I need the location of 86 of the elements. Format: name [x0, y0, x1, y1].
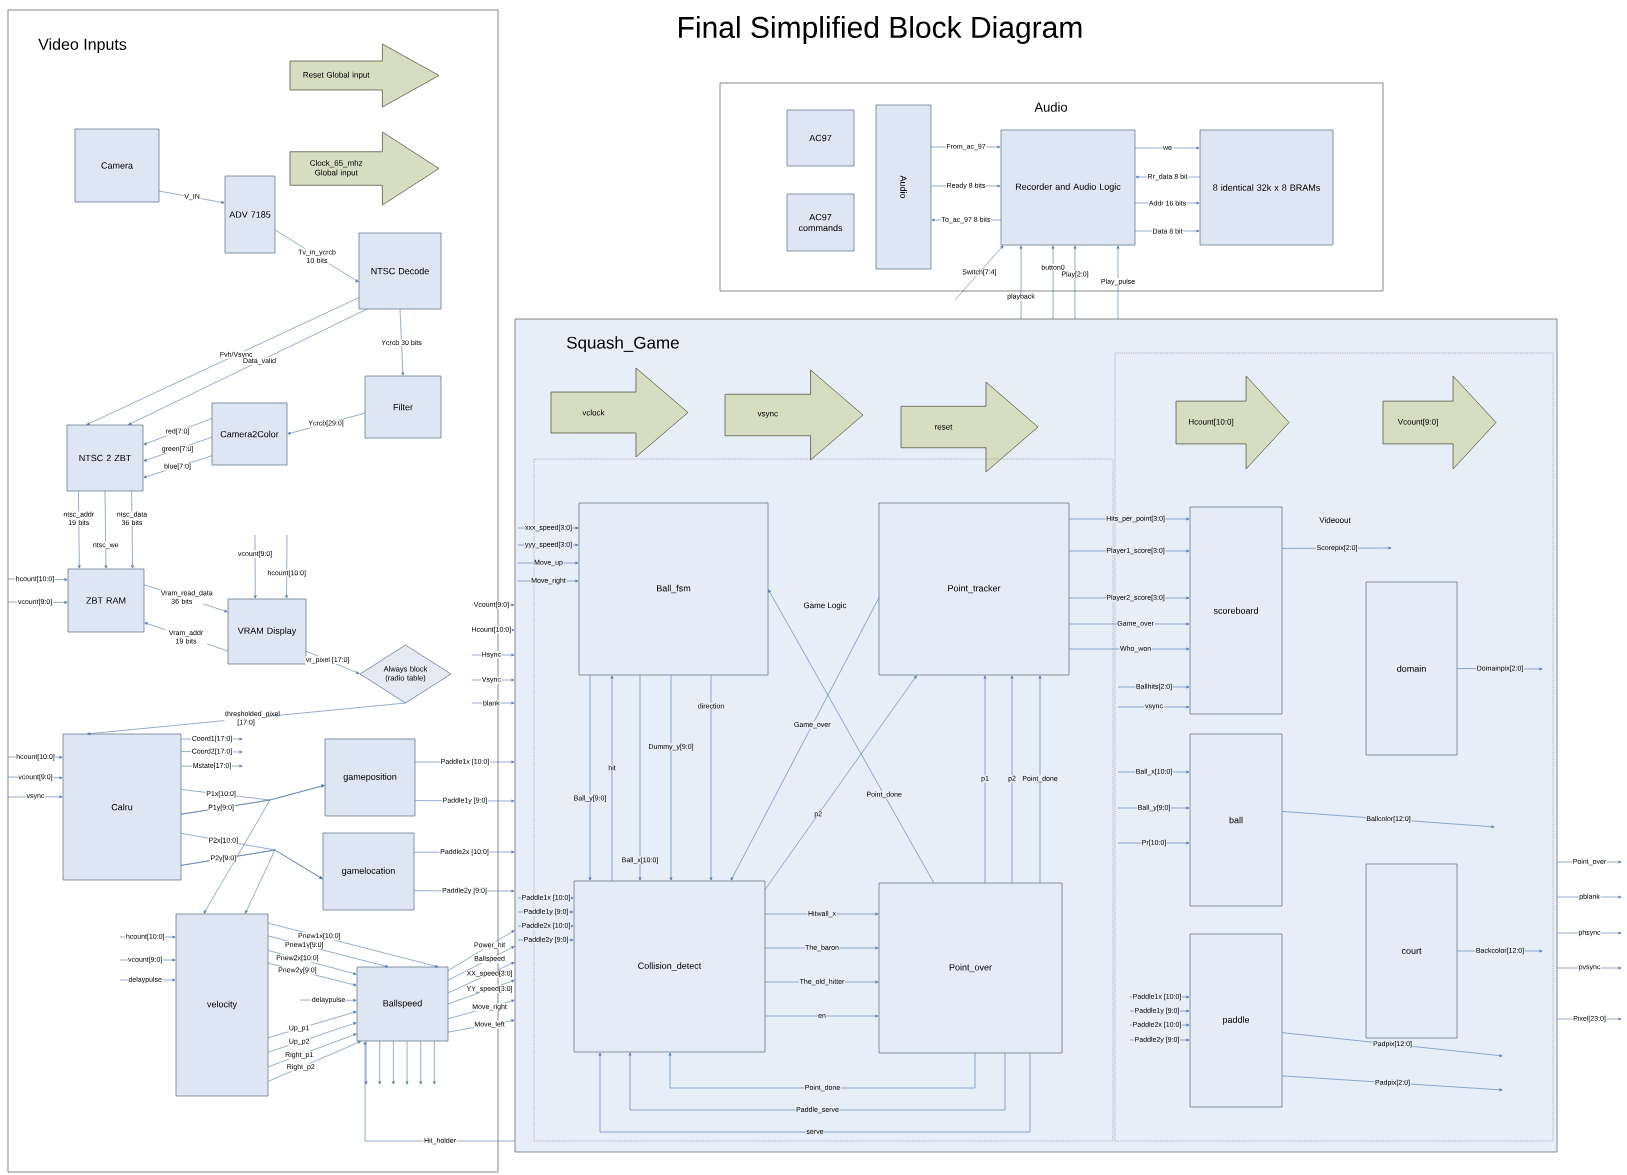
- block: Ballspeed: [356, 966, 449, 1042]
- arrow: [610, 675, 614, 882]
- block: gamelocation: [322, 832, 415, 911]
- arrow: [669, 674, 673, 881]
- arrow: [267, 1011, 357, 1039]
- block: Calru: [62, 733, 182, 881]
- arrow: [1038, 675, 1042, 884]
- arrow: [730, 597, 880, 881]
- arrow: [405, 1040, 409, 1085]
- arrow: [363, 1041, 516, 1142]
- block: Filter: [364, 375, 442, 439]
- arrow: [253, 534, 257, 599]
- arrow: [668, 1052, 976, 1089]
- block: AC97 commands: [786, 193, 855, 252]
- arrow: [1556, 966, 1622, 970]
- arrow: [983, 675, 987, 884]
- input-port: vclock: [550, 367, 689, 458]
- block: Audio: [875, 104, 932, 270]
- arrow: [588, 674, 592, 881]
- arrow: [285, 534, 288, 599]
- input-port: Reset Global input: [289, 43, 440, 108]
- arrow: [1556, 931, 1622, 935]
- arrow: [598, 1052, 1031, 1133]
- block: NTSC 2 ZBT: [66, 424, 144, 492]
- arrow: [131, 490, 134, 569]
- arrow: [1019, 245, 1023, 320]
- block: ADV 7185: [224, 175, 276, 254]
- arrow: [1010, 675, 1014, 884]
- arrow: [77, 490, 81, 569]
- arrow: [1556, 895, 1622, 899]
- arrow: [628, 1052, 1006, 1111]
- block: gameposition: [324, 738, 416, 817]
- block: domain: [1365, 581, 1458, 756]
- arrow: [1116, 245, 1120, 320]
- block: VRAM Display: [227, 598, 307, 665]
- input-port: Vcount[9:0]: [1382, 375, 1497, 470]
- block: Recorder and Audio Logic: [1000, 129, 1136, 246]
- block: paddle: [1189, 933, 1283, 1108]
- arrow: [764, 1014, 879, 1018]
- arrow: [392, 1040, 395, 1085]
- arrow: [447, 930, 515, 971]
- arrow: [267, 1033, 357, 1068]
- block: Camera2Color: [211, 402, 288, 466]
- block: Ball_fsm: [578, 502, 769, 676]
- arrow: [399, 308, 405, 376]
- input-port: vsync: [724, 369, 864, 461]
- arrow: [471, 678, 515, 682]
- block: NTSC Decode: [358, 232, 442, 310]
- arrow: [1051, 245, 1055, 320]
- block: Collision_detect: [573, 880, 766, 1053]
- arrow: [709, 674, 713, 881]
- arrow: [764, 675, 917, 890]
- arrow: [7, 795, 63, 799]
- block: court: [1365, 863, 1458, 1039]
- arrow: [128, 308, 368, 425]
- arrow: [954, 245, 1004, 301]
- block: ball: [1189, 733, 1283, 907]
- block: 8 identical 32k x 8 BRAMs: [1199, 129, 1334, 246]
- arrow: [447, 962, 515, 994]
- arrow: [104, 490, 108, 569]
- arrow: [378, 1040, 382, 1085]
- arrow: [267, 1022, 357, 1053]
- arrow: [86, 297, 360, 425]
- arrow: [1117, 705, 1190, 709]
- input-port: reset: [900, 381, 1039, 473]
- arrow: [768, 589, 935, 884]
- input-port: Clock_65_mhz Global input: [289, 131, 440, 206]
- arrow: [1073, 245, 1077, 320]
- arrow: [471, 653, 515, 657]
- arrow: [471, 701, 515, 705]
- arrow: [419, 1040, 423, 1085]
- block: Camera: [74, 128, 160, 203]
- input-port: Hcount[10:0]: [1175, 375, 1290, 470]
- block: scoreboard: [1189, 506, 1283, 715]
- block: velocity: [175, 913, 269, 1097]
- block: AC97: [786, 109, 855, 167]
- arrow: [638, 674, 642, 881]
- arrow: [432, 1040, 436, 1085]
- block: Point_over: [878, 882, 1063, 1054]
- block: ZBT RAM: [67, 568, 145, 633]
- arrow: [364, 1040, 368, 1085]
- title: Final Simplified Block Diagram: [679, 16, 1082, 44]
- arrow: [1134, 146, 1200, 150]
- arrow: [267, 1041, 362, 1082]
- arrow: [158, 190, 225, 204]
- block: Point_tracker: [878, 502, 1070, 676]
